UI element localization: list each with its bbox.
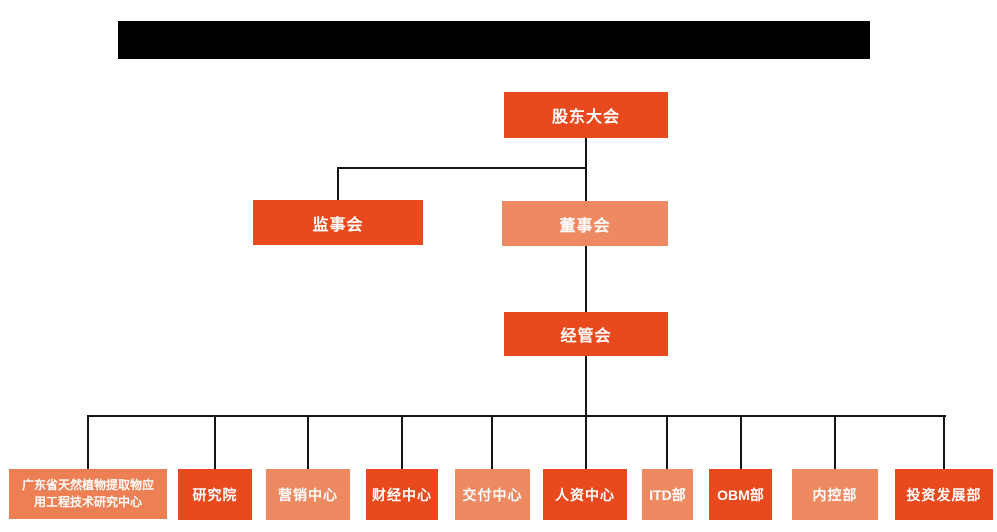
redacted-title-bar xyxy=(118,21,870,59)
org-node-research-center: 广东省天然植物提取物应用工程技术研究中心 xyxy=(9,469,167,519)
connector-board-down xyxy=(585,246,587,312)
org-node-label: 董事会 xyxy=(559,217,611,235)
org-node-label: 经管会 xyxy=(560,328,612,345)
org-node-label: 内控部 xyxy=(812,486,858,503)
connector-supervisory-drop xyxy=(337,167,339,201)
org-node-label: 营销中心 xyxy=(278,486,338,503)
org-node-investment-development-department: 投资发展部 xyxy=(895,469,993,520)
org-node-label: 监事会 xyxy=(312,216,364,234)
connector-drop-itd-department xyxy=(666,415,668,469)
connector-drop-research-institute xyxy=(214,415,216,469)
org-node-research-institute: 研究院 xyxy=(178,469,252,520)
connector-management-down xyxy=(585,356,587,469)
org-node-hr-center: 人资中心 xyxy=(543,469,627,520)
org-node-supervisory-board: 监事会 xyxy=(253,200,423,245)
connector-branch-horizontal xyxy=(337,167,587,169)
org-node-finance-center: 财经中心 xyxy=(366,469,438,520)
org-node-label: OBM部 xyxy=(717,486,764,503)
org-node-marketing-center: 营销中心 xyxy=(266,469,350,520)
connector-drop-investment-development xyxy=(943,415,945,469)
connector-bottom-bus xyxy=(88,415,946,417)
connector-drop-internal-control xyxy=(834,415,836,469)
connector-drop-delivery-center xyxy=(491,415,493,469)
org-node-delivery-center: 交付中心 xyxy=(455,469,530,520)
org-node-label: ITD部 xyxy=(649,486,686,503)
org-node-management-committee: 经管会 xyxy=(504,312,668,356)
connector-shareholders-down xyxy=(585,138,587,201)
connector-drop-finance-center xyxy=(401,415,403,469)
connector-drop-research-center xyxy=(87,415,89,469)
org-node-label: 人资中心 xyxy=(555,486,615,503)
connector-drop-marketing-center xyxy=(307,415,309,469)
org-node-itd-department: ITD部 xyxy=(642,469,693,520)
org-node-internal-control-department: 内控部 xyxy=(792,469,878,520)
org-node-label: 股东大会 xyxy=(551,109,620,126)
org-node-obm-department: OBM部 xyxy=(709,469,772,520)
org-node-label: 交付中心 xyxy=(462,486,523,503)
connector-drop-obm-department xyxy=(740,415,742,469)
org-node-label: 财经中心 xyxy=(372,486,432,503)
org-node-label: 广东省天然植物提取物应用工程技术研究中心 xyxy=(21,478,154,509)
org-node-label: 研究院 xyxy=(192,486,238,503)
org-node-shareholders-meeting: 股东大会 xyxy=(504,92,668,138)
org-node-board-of-directors: 董事会 xyxy=(502,201,668,246)
org-node-label: 投资发展部 xyxy=(906,486,982,503)
